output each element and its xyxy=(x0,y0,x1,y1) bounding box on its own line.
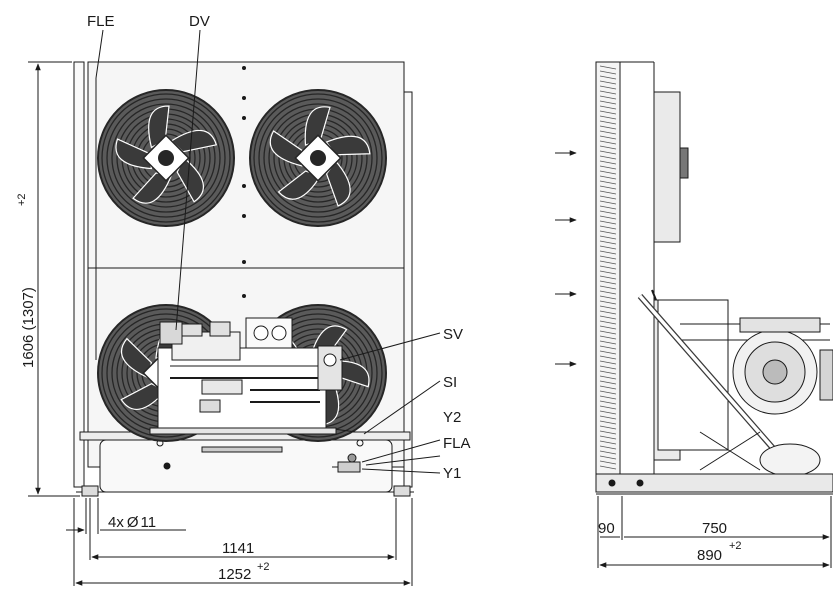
right-rail xyxy=(403,91,413,488)
label-y2: Y2 xyxy=(443,409,461,426)
foot-right xyxy=(393,485,411,497)
drain-hole xyxy=(163,462,171,470)
side-dimensions xyxy=(597,496,832,568)
label-si: SI xyxy=(443,374,457,391)
dim-side-base: 750 xyxy=(702,520,727,537)
width-dimensions xyxy=(73,498,413,586)
height-dimension xyxy=(28,61,80,497)
dim-outer-width-tol: +2 xyxy=(257,561,270,573)
hole-dimension xyxy=(66,498,186,534)
dim-side-offset: 90 xyxy=(598,520,615,537)
controller-box xyxy=(171,331,241,361)
label-y1: Y1 xyxy=(443,465,461,482)
dim-height-tol: +2 xyxy=(16,193,28,206)
foot-left xyxy=(81,485,99,497)
dim-side-total: 890 xyxy=(697,547,722,564)
dim-height: 1606 (1307) xyxy=(20,287,37,368)
coil-fins xyxy=(599,65,617,470)
dim-inner-width: 1141 xyxy=(222,540,254,557)
receiver xyxy=(759,443,821,477)
airflow-arrows xyxy=(555,150,577,367)
side-view xyxy=(595,61,833,495)
panel-bolts xyxy=(242,66,246,298)
condenser-coil xyxy=(595,61,621,475)
fan-shroud-upper xyxy=(653,91,681,243)
side-base-frame xyxy=(595,473,833,493)
sight-glass xyxy=(317,345,343,391)
fan xyxy=(97,89,235,227)
label-fla: FLA xyxy=(443,435,471,452)
label-fle: FLE xyxy=(87,13,115,30)
dim-side-total-tol: +2 xyxy=(729,540,742,552)
compressor-frame xyxy=(657,299,729,451)
compressor-unit xyxy=(149,317,361,473)
left-rail xyxy=(73,61,85,488)
leader-lines xyxy=(95,29,441,474)
dim-outer-width: 1252 xyxy=(218,566,251,583)
label-dv: DV xyxy=(189,13,210,30)
service-valve-y1 xyxy=(337,461,361,473)
label-sv: SV xyxy=(443,326,463,343)
fan xyxy=(249,89,387,227)
